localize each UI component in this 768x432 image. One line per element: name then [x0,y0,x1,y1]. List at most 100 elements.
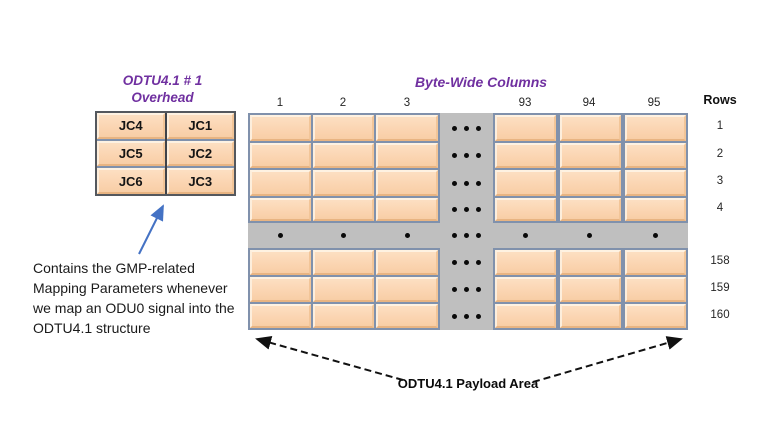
column-header: 94 [582,97,596,109]
payload-byte-cell [250,304,311,328]
row-number: 158 [710,255,730,267]
payload-byte-cell [495,250,556,275]
payload-byte-cell [625,197,686,221]
payload-byte-cell [376,142,438,168]
payload-byte-cell [313,115,374,141]
payload-byte-cell [250,277,311,302]
row-number: 160 [710,309,730,321]
continuation-dot [463,259,469,265]
continuation-dot [451,259,457,265]
continuation-dot [277,232,283,238]
payload-byte-cell [376,115,438,141]
payload-byte-cell [250,115,311,141]
overhead-title-line1: ODTU4.1 # 1 [122,73,203,88]
payload-byte-cell [313,250,374,275]
continuation-dot [463,286,469,292]
continuation-dot [451,313,457,319]
row-number: 159 [710,282,730,294]
column-header: 1 [276,97,284,109]
continuation-dot [475,152,481,158]
row-number: 2 [716,148,724,160]
continuation-dot [463,152,469,158]
continuation-dot [475,286,481,292]
payload-byte-cell [250,142,311,168]
payload-byte-cell [560,304,621,328]
payload-byte-cell [313,142,374,168]
annotation-line: we map an ODU0 signal into the [33,300,235,316]
column-header: 95 [647,97,661,109]
payload-byte-cell [376,250,438,275]
payload-byte-cell [560,115,621,141]
payload-byte-cell [495,304,556,328]
overhead-title: ODTU4.1 # 1 Overhead [85,72,240,106]
jc-cell: JC2 [166,140,234,167]
payload-area-label: ODTU4.1 Payload Area [397,376,539,391]
payload-byte-cell [560,277,621,302]
payload-byte-cell [560,197,621,221]
payload-byte-cell [376,170,438,196]
annotation-line: Mapping Parameters whenever [33,280,228,296]
continuation-dot [475,313,481,319]
payload-byte-cell [625,170,686,196]
payload-byte-cell [250,250,311,275]
continuation-dot [475,125,481,131]
column-header: 3 [403,97,411,109]
continuation-dot [463,180,469,186]
payload-byte-cell [625,250,686,275]
row-number: 4 [716,202,724,214]
jc-cell: JC1 [166,113,234,139]
continuation-dot [463,232,469,238]
continuation-dot [340,232,346,238]
continuation-dot [451,232,457,238]
column-header: 93 [518,97,532,109]
blue-arrow [138,204,164,255]
payload-byte-cell [313,277,374,302]
byte-wide-columns-title: Byte-Wide Columns [414,74,548,90]
rows-label: Rows [703,93,737,107]
continuation-dot [463,125,469,131]
payload-byte-cell [376,304,438,328]
payload-byte-cell [625,142,686,168]
payload-grid [248,113,688,330]
continuation-dot [475,180,481,186]
jc-cell: JC5 [97,140,165,167]
row-number: 3 [716,175,724,187]
payload-byte-cell [250,170,311,196]
column-header: 2 [339,97,347,109]
payload-byte-cell [625,115,686,141]
continuation-dot [451,152,457,158]
jc-table-center-divider [164,113,167,194]
payload-byte-cell [495,115,556,141]
payload-byte-cell [495,277,556,302]
payload-byte-cell [250,197,311,221]
payload-byte-cell [376,197,438,221]
payload-byte-cell [313,170,374,196]
row-number: 1 [716,120,724,132]
continuation-dot [463,313,469,319]
ellipsis-column-band [440,113,493,330]
payload-byte-cell [625,277,686,302]
payload-byte-cell [560,142,621,168]
continuation-dot [475,206,481,212]
payload-byte-cell [495,197,556,221]
payload-byte-cell [495,170,556,196]
payload-byte-cell [313,197,374,221]
payload-byte-cell [560,170,621,196]
continuation-dot [404,232,410,238]
continuation-dot [451,286,457,292]
payload-byte-cell [560,250,621,275]
continuation-dot [463,206,469,212]
jc-cell: JC3 [166,168,234,194]
annotation-line: Contains the GMP-related [33,260,195,276]
dashed-arrow-right [532,336,683,383]
continuation-dot [451,180,457,186]
payload-byte-cell [495,142,556,168]
continuation-dot [451,206,457,212]
continuation-dot [451,125,457,131]
jc-cell: JC4 [97,113,165,139]
overhead-title-line2: Overhead [131,90,194,105]
continuation-dot [586,232,592,238]
